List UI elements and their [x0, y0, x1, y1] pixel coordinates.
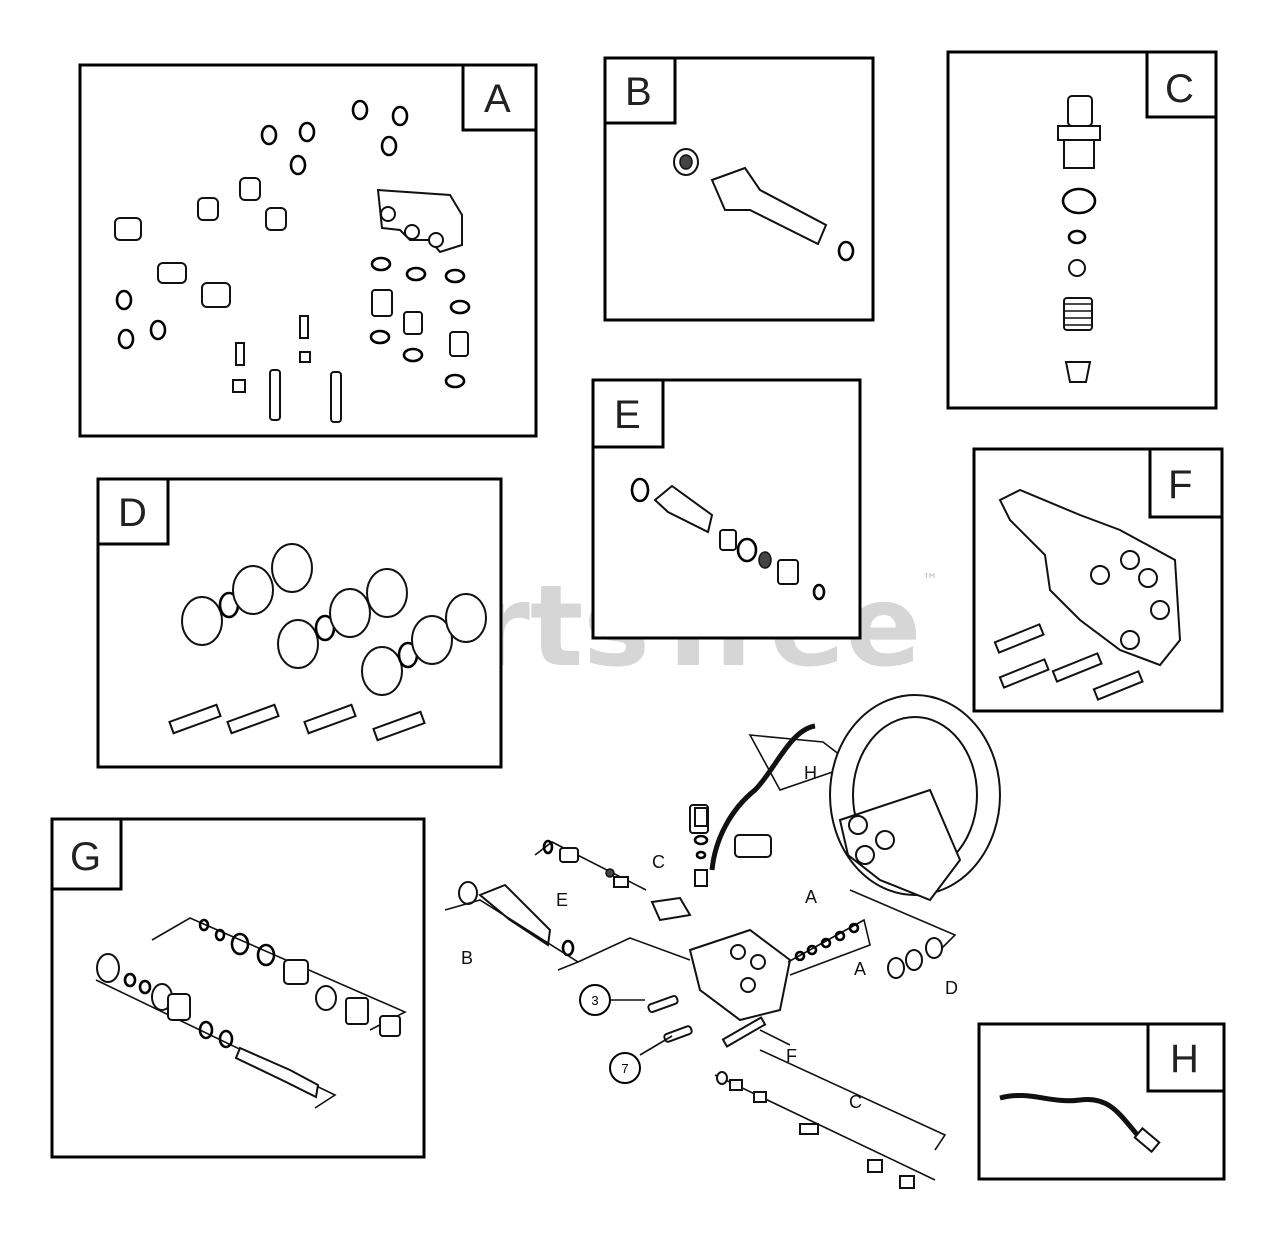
panel-g[interactable]: G [50, 817, 426, 1159]
callout-h: H [804, 763, 817, 783]
panel-d[interactable]: D [96, 477, 503, 769]
panel-e[interactable]: E [591, 378, 862, 640]
panel-d-label: D [118, 491, 147, 535]
panel-c-label: C [1165, 67, 1194, 111]
callout-a-upper: A [805, 887, 817, 907]
ref-circle-7[interactable] [609, 1052, 641, 1084]
panel-d-parts [168, 543, 487, 742]
panel-c-parts [1057, 95, 1101, 383]
callout-f: F [786, 1046, 797, 1066]
panel-f-parts [993, 488, 1182, 701]
callout-e: E [556, 890, 568, 910]
panel-b[interactable]: B [603, 56, 875, 322]
panel-a-parts [114, 99, 471, 423]
panel-h-label: H [1170, 1037, 1199, 1081]
panel-c[interactable]: C [946, 50, 1218, 410]
callout-a-lower: A [854, 959, 866, 979]
ref-circle-3-label: 3 [591, 993, 598, 1008]
callout-c-upper: C [652, 852, 665, 872]
panel-e-label: E [614, 393, 641, 437]
panel-h-parts [999, 1093, 1161, 1154]
panel-b-parts [673, 148, 855, 262]
panel-f[interactable]: F [972, 447, 1224, 713]
panel-a[interactable]: A [78, 63, 538, 438]
panel-b-label: B [625, 70, 652, 114]
main-assembly [444, 694, 1001, 1189]
callout-c-lower: C [849, 1092, 862, 1112]
panel-a-label: A [484, 77, 511, 121]
watermark-trademark: ™ [922, 570, 938, 589]
panel-g-label: G [70, 835, 101, 879]
panel-g-parts [95, 917, 407, 1109]
panel-h[interactable]: H [977, 1022, 1226, 1181]
panel-e-parts [630, 477, 826, 601]
callout-b: B [461, 948, 473, 968]
ref-circle-3[interactable] [579, 984, 611, 1016]
callout-d: D [945, 978, 958, 998]
panel-f-label: F [1168, 463, 1192, 507]
ref-circle-7-label: 7 [621, 1061, 628, 1076]
